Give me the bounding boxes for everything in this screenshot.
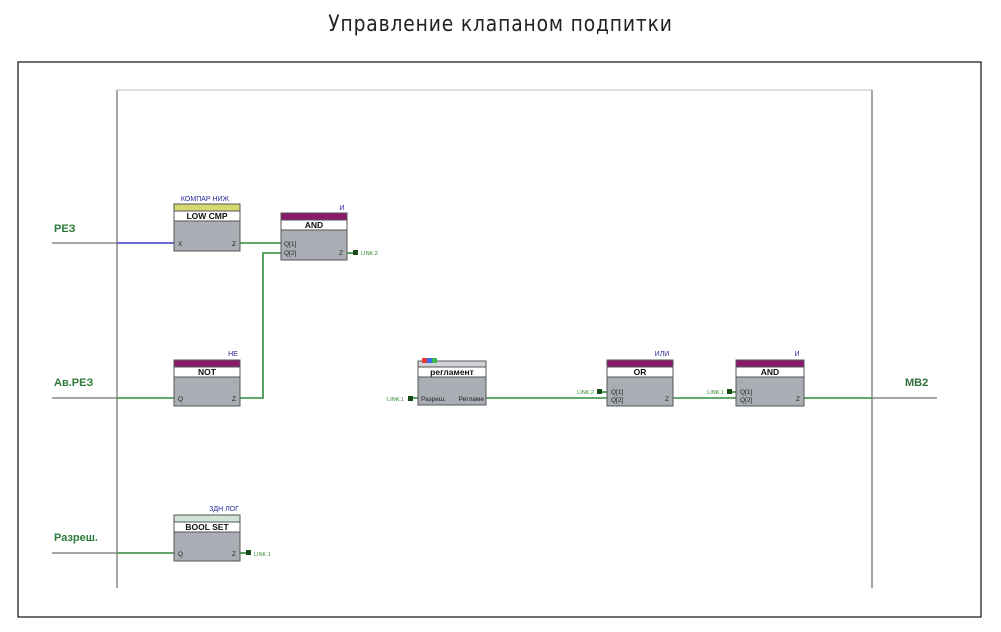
- block-title: BOOL SET: [185, 522, 229, 532]
- block-tag: КОМПАР НИЖ: [181, 196, 230, 203]
- block-header: [173, 514, 241, 523]
- port-out: Z: [796, 396, 800, 403]
- block-title: OR: [634, 367, 647, 377]
- port-out: Z: [339, 250, 343, 257]
- block-bool-set[interactable]: ЗДН ЛОГ BOOL SET Q Z LINK.1: [173, 506, 271, 562]
- block-tag: ИЛИ: [655, 351, 670, 358]
- block-low-cmp[interactable]: КОМПАР НИЖ LOW CMP X Z: [173, 196, 241, 252]
- output-label-mv2: МВ2: [905, 377, 928, 389]
- block-header: [735, 359, 805, 368]
- link-terminal: [597, 389, 602, 394]
- port-q1: Q[1]: [740, 389, 752, 396]
- link-terminal: [727, 389, 732, 394]
- port-out: Z: [232, 551, 236, 558]
- link-label: LINK.2: [577, 390, 594, 396]
- block-tag: ЗДН ЛОГ: [209, 506, 239, 513]
- link-terminal: [408, 396, 413, 401]
- input-label-rez: РЕЗ: [54, 223, 76, 235]
- block-header: [173, 359, 241, 368]
- link-terminal: [353, 250, 358, 255]
- block-and-2[interactable]: И AND Q[1] Q[2] Z LINK.1: [707, 351, 805, 407]
- block-tag: НЕ: [228, 351, 238, 358]
- port-in: Разреш.: [421, 396, 446, 403]
- link-terminal: [246, 550, 251, 555]
- block-header: [173, 203, 241, 212]
- block-tag: И: [794, 351, 799, 358]
- block-title: регламент: [430, 367, 474, 377]
- block-reglament[interactable]: регламент Разреш. Регламе LINK.1: [387, 358, 487, 406]
- port-q2: Q[2]: [740, 397, 752, 404]
- input-label-av-rez: Ав.РЕЗ: [54, 377, 93, 389]
- block-header: [280, 212, 348, 221]
- block-title: AND: [761, 367, 779, 377]
- link-label: LINK.1: [707, 390, 724, 396]
- port-in: Q: [178, 551, 183, 558]
- port-out: Регламе: [459, 396, 485, 403]
- block-and-1[interactable]: И AND Q[1] Q[2] Z LINK.2: [280, 205, 378, 261]
- port-in: Q: [178, 396, 183, 403]
- link-label: LINK.1: [254, 552, 271, 558]
- block-not[interactable]: НЕ NOT Q Z: [173, 351, 241, 407]
- port-in: X: [178, 241, 183, 248]
- block-title: AND: [305, 220, 323, 230]
- wire-not-to-and1: [240, 252, 281, 399]
- block-title: LOW CMP: [186, 211, 227, 221]
- port-q1: Q[1]: [611, 389, 623, 396]
- reglament-icon: [422, 358, 427, 363]
- block-title: NOT: [198, 367, 217, 377]
- link-label: LINK.2: [361, 251, 378, 257]
- block-tag: И: [339, 205, 344, 212]
- diagram-title: Управление клапаном подпитки: [328, 12, 673, 37]
- outer-frame: [17, 61, 982, 618]
- port-q1: Q[1]: [284, 241, 296, 248]
- port-out: Z: [232, 396, 236, 403]
- input-label-razresh: Разреш.: [54, 532, 98, 544]
- link-label: LINK.1: [387, 397, 404, 403]
- port-q2: Q[2]: [284, 250, 296, 257]
- port-out: Z: [232, 241, 236, 248]
- port-out: Z: [665, 396, 669, 403]
- block-header: [606, 359, 674, 368]
- port-q2: Q[2]: [611, 397, 623, 404]
- block-or[interactable]: ИЛИ OR Q[1] Q[2] Z LINK.2: [577, 351, 674, 407]
